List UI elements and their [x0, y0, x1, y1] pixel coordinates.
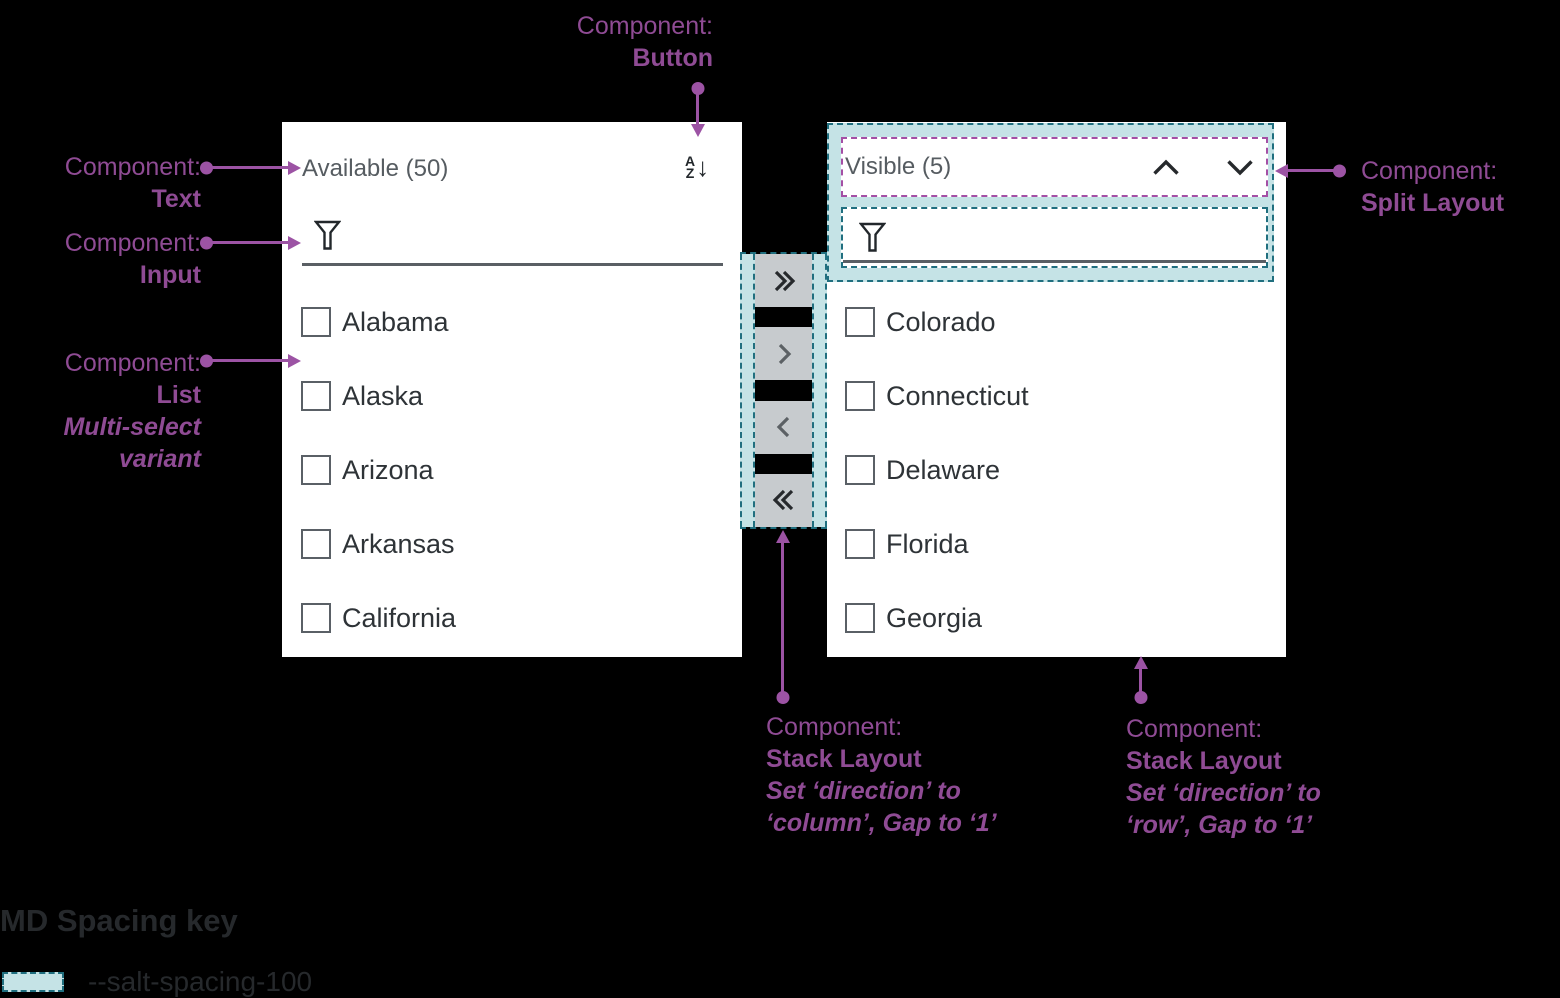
annotation-detail: Set ‘direction’ to: [1126, 779, 1321, 807]
list-item[interactable]: California: [282, 581, 742, 655]
component-input-annotation: Component: Input: [0, 227, 201, 291]
checkbox[interactable]: [301, 529, 331, 559]
annotation-prefix: Component:: [576, 12, 713, 40]
list-item[interactable]: Arizona: [282, 433, 742, 507]
chevron-left-icon: [776, 417, 789, 438]
annotation-prefix: Component:: [64, 153, 201, 181]
split-layout-highlight: Visible (5): [841, 137, 1268, 197]
list-item[interactable]: Connecticut: [827, 359, 1286, 433]
list-item[interactable]: Colorado: [827, 285, 1286, 359]
annotation-name: Input: [139, 261, 201, 289]
chevron-down-icon: [1227, 159, 1253, 175]
list-item[interactable]: Florida: [827, 507, 1286, 581]
annotation-variant: Multi-select: [63, 413, 201, 441]
stack-layout-row-annotation-arrow: [1139, 669, 1142, 698]
annotation-name: Stack Layout: [1126, 747, 1282, 775]
text-annotation-arrow: [206, 166, 288, 169]
double-chevron-right-icon: [774, 270, 795, 291]
list-item-label: Alaska: [342, 380, 424, 411]
list-item[interactable]: Arkansas: [282, 507, 742, 581]
component-split-layout-annotation: Component: Split Layout: [1361, 155, 1560, 219]
list-item-label: Arizona: [342, 454, 434, 485]
sort-letter-z: Z: [685, 165, 695, 181]
component-stack-layout-column-annotation: Component: Stack Layout Set ‘direction’ …: [766, 711, 1046, 839]
annotation-prefix: Component:: [64, 349, 201, 377]
component-list-annotation: Component: List Multi-select variant: [0, 347, 201, 475]
button-annotation-arrow: [696, 88, 699, 124]
list-item-label: Georgia: [886, 602, 983, 633]
move-left-button[interactable]: [755, 400, 812, 454]
annotation-prefix: Component:: [766, 713, 903, 741]
annotation-name: Stack Layout: [766, 745, 922, 773]
annotation-prefix: Component:: [1126, 715, 1263, 743]
sort-alphabetical-icon: A Z ↓: [685, 154, 709, 180]
filter-funnel-icon: [314, 220, 341, 250]
available-panel-title: Available (50): [302, 155, 449, 182]
annotation-name: List: [156, 381, 201, 409]
annotation-detail: ‘column’, Gap to ‘1’: [766, 809, 997, 837]
sort-button[interactable]: A Z ↓: [674, 144, 720, 190]
transfer-button-column: [755, 254, 812, 527]
checkbox[interactable]: [301, 455, 331, 485]
chevron-right-icon: [778, 343, 791, 364]
arrow-down-icon: ↓: [696, 152, 710, 182]
list-item[interactable]: Georgia: [827, 581, 1286, 655]
move-right-button[interactable]: [755, 327, 812, 381]
stack-layout-column-annotation-arrow: [781, 543, 784, 698]
visible-panel-title: Visible (5): [845, 153, 952, 180]
list-item[interactable]: Delaware: [827, 433, 1286, 507]
checkbox[interactable]: [845, 381, 875, 411]
list-item-label: Florida: [886, 528, 969, 559]
list-item[interactable]: Alaska: [282, 359, 742, 433]
list-item-label: Arkansas: [342, 528, 455, 559]
move-down-button[interactable]: [1220, 147, 1260, 187]
visible-filter-input[interactable]: [841, 207, 1268, 268]
checkbox[interactable]: [301, 307, 331, 337]
input-underline: [843, 260, 1266, 263]
available-filter-input[interactable]: [302, 208, 723, 266]
chevron-up-icon: [1153, 159, 1179, 175]
input-annotation-arrow: [206, 241, 288, 244]
salt-spacing-highlight: [740, 254, 755, 527]
annotation-detail: Set ‘direction’ to: [766, 777, 961, 805]
component-button-annotation: Component: Button: [512, 10, 713, 74]
sort-letter-a: A: [684, 153, 696, 169]
annotation-prefix: Component:: [64, 229, 201, 257]
list-annotation-arrow: [206, 359, 288, 362]
annotation-name: Button: [632, 44, 713, 72]
list-item-label: Colorado: [886, 306, 996, 337]
annotation-detail: ‘row’, Gap to ‘1’: [1126, 811, 1313, 839]
spacing-key-swatch: [2, 972, 64, 992]
annotation-prefix: Component:: [1361, 157, 1498, 185]
checkbox[interactable]: [301, 381, 331, 411]
checkbox[interactable]: [301, 603, 331, 633]
list-item-label: California: [342, 602, 457, 633]
list-item-label: Delaware: [886, 454, 1001, 485]
checkbox[interactable]: [845, 529, 875, 559]
list-item-label: Connecticut: [886, 380, 1029, 411]
checkbox[interactable]: [845, 307, 875, 337]
annotation-name: Split Layout: [1361, 189, 1505, 217]
spacing-key-token: --salt-spacing-100: [88, 966, 313, 997]
annotation-variant: variant: [119, 445, 201, 473]
split-layout-annotation-arrow: [1288, 169, 1340, 172]
checkbox[interactable]: [845, 455, 875, 485]
component-stack-layout-row-annotation: Component: Stack Layout Set ‘direction’ …: [1126, 713, 1406, 841]
move-up-button[interactable]: [1146, 147, 1186, 187]
visible-list: Colorado Connecticut Delaware Florida: [827, 285, 1286, 655]
move-all-right-button[interactable]: [755, 254, 812, 307]
move-all-left-button[interactable]: [755, 473, 812, 527]
checkbox[interactable]: [845, 603, 875, 633]
available-list: Alabama Alaska Arizona Arkansas: [282, 285, 742, 655]
double-chevron-left-icon: [772, 490, 793, 511]
spacing-key-title: MD Spacing key: [0, 903, 238, 938]
filter-funnel-icon: [859, 222, 886, 252]
salt-spacing-highlight: [812, 254, 827, 527]
transfer-button-stack: [740, 252, 827, 529]
list-item-label: Alabama: [342, 306, 449, 337]
annotation-name: Text: [151, 185, 201, 213]
available-panel: Available (50) A Z ↓ Alabama: [282, 122, 742, 657]
list-item[interactable]: Alabama: [282, 285, 742, 359]
component-text-annotation: Component: Text: [0, 151, 201, 215]
